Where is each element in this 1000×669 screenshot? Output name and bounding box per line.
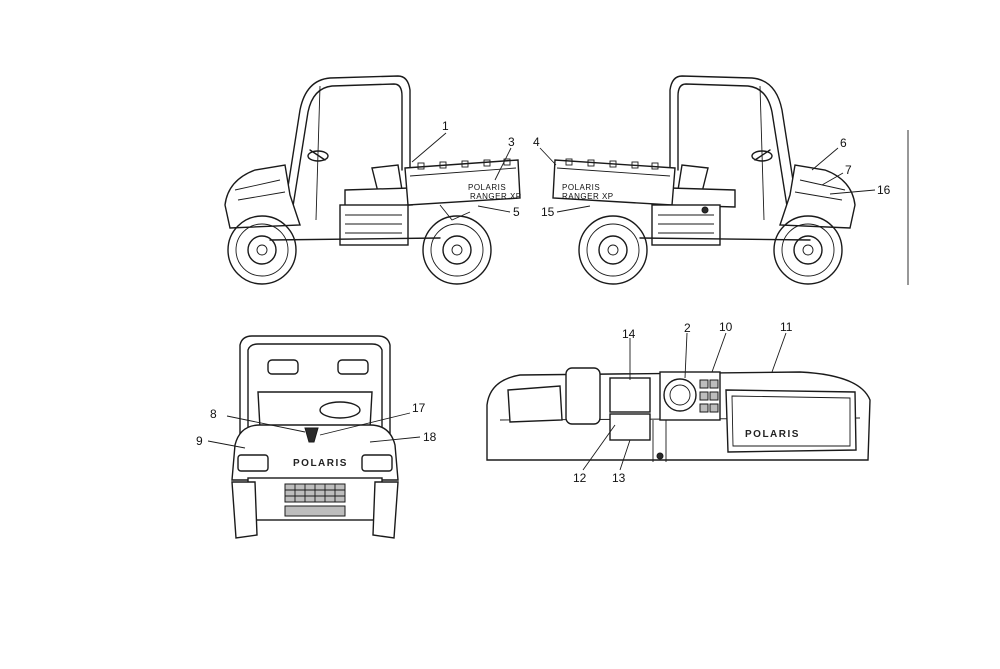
front-wheel-right (773, 215, 843, 285)
callout-labels: 1 2 3 4 5 6 7 8 9 10 11 12 13 14 15 16 1… (196, 119, 891, 485)
callout-13: 13 (612, 471, 626, 485)
dash-label-13 (609, 413, 651, 441)
polaris-small-decal-right: POLARIS (562, 183, 600, 192)
dashboard-view: POLARIS (486, 367, 871, 462)
callout-1: 1 (442, 119, 449, 133)
model-decal-right: RANGER XP (562, 192, 614, 201)
callout-5: 5 (513, 205, 520, 219)
callout-15: 15 (541, 205, 555, 219)
cargo-box-right (552, 159, 676, 206)
leader-lines (207, 132, 876, 471)
callout-8: 8 (210, 407, 217, 421)
rear-wheel-right (578, 215, 648, 285)
vehicle-right-side-view: POLARIS RANGER XP (552, 75, 909, 285)
model-decal-left: RANGER XP (470, 192, 522, 201)
callout-3: 3 (508, 135, 515, 149)
vehicle-front-view: POLARIS (231, 335, 399, 539)
callout-2: 2 (684, 321, 691, 335)
polaris-hood-decal: POLARIS (293, 458, 348, 469)
rear-wheel-left (422, 215, 492, 285)
callout-6: 6 (840, 136, 847, 150)
vehicle-left-side-view: POLARIS RANGER XP (224, 75, 522, 285)
front-wheel-left (227, 215, 297, 285)
polaris-dash-decal: POLARIS (745, 429, 800, 440)
callout-16: 16 (877, 183, 891, 197)
callout-12: 12 (573, 471, 587, 485)
polaris-small-decal-left: POLARIS (468, 183, 506, 192)
callout-10: 10 (719, 320, 733, 334)
cargo-box-left (404, 159, 521, 206)
callout-9: 9 (196, 434, 203, 448)
callout-17: 17 (412, 401, 426, 415)
callout-18: 18 (423, 430, 437, 444)
callout-11: 11 (780, 320, 793, 334)
callout-7: 7 (845, 163, 852, 177)
callout-4: 4 (533, 135, 540, 149)
callout-14: 14 (622, 327, 636, 341)
